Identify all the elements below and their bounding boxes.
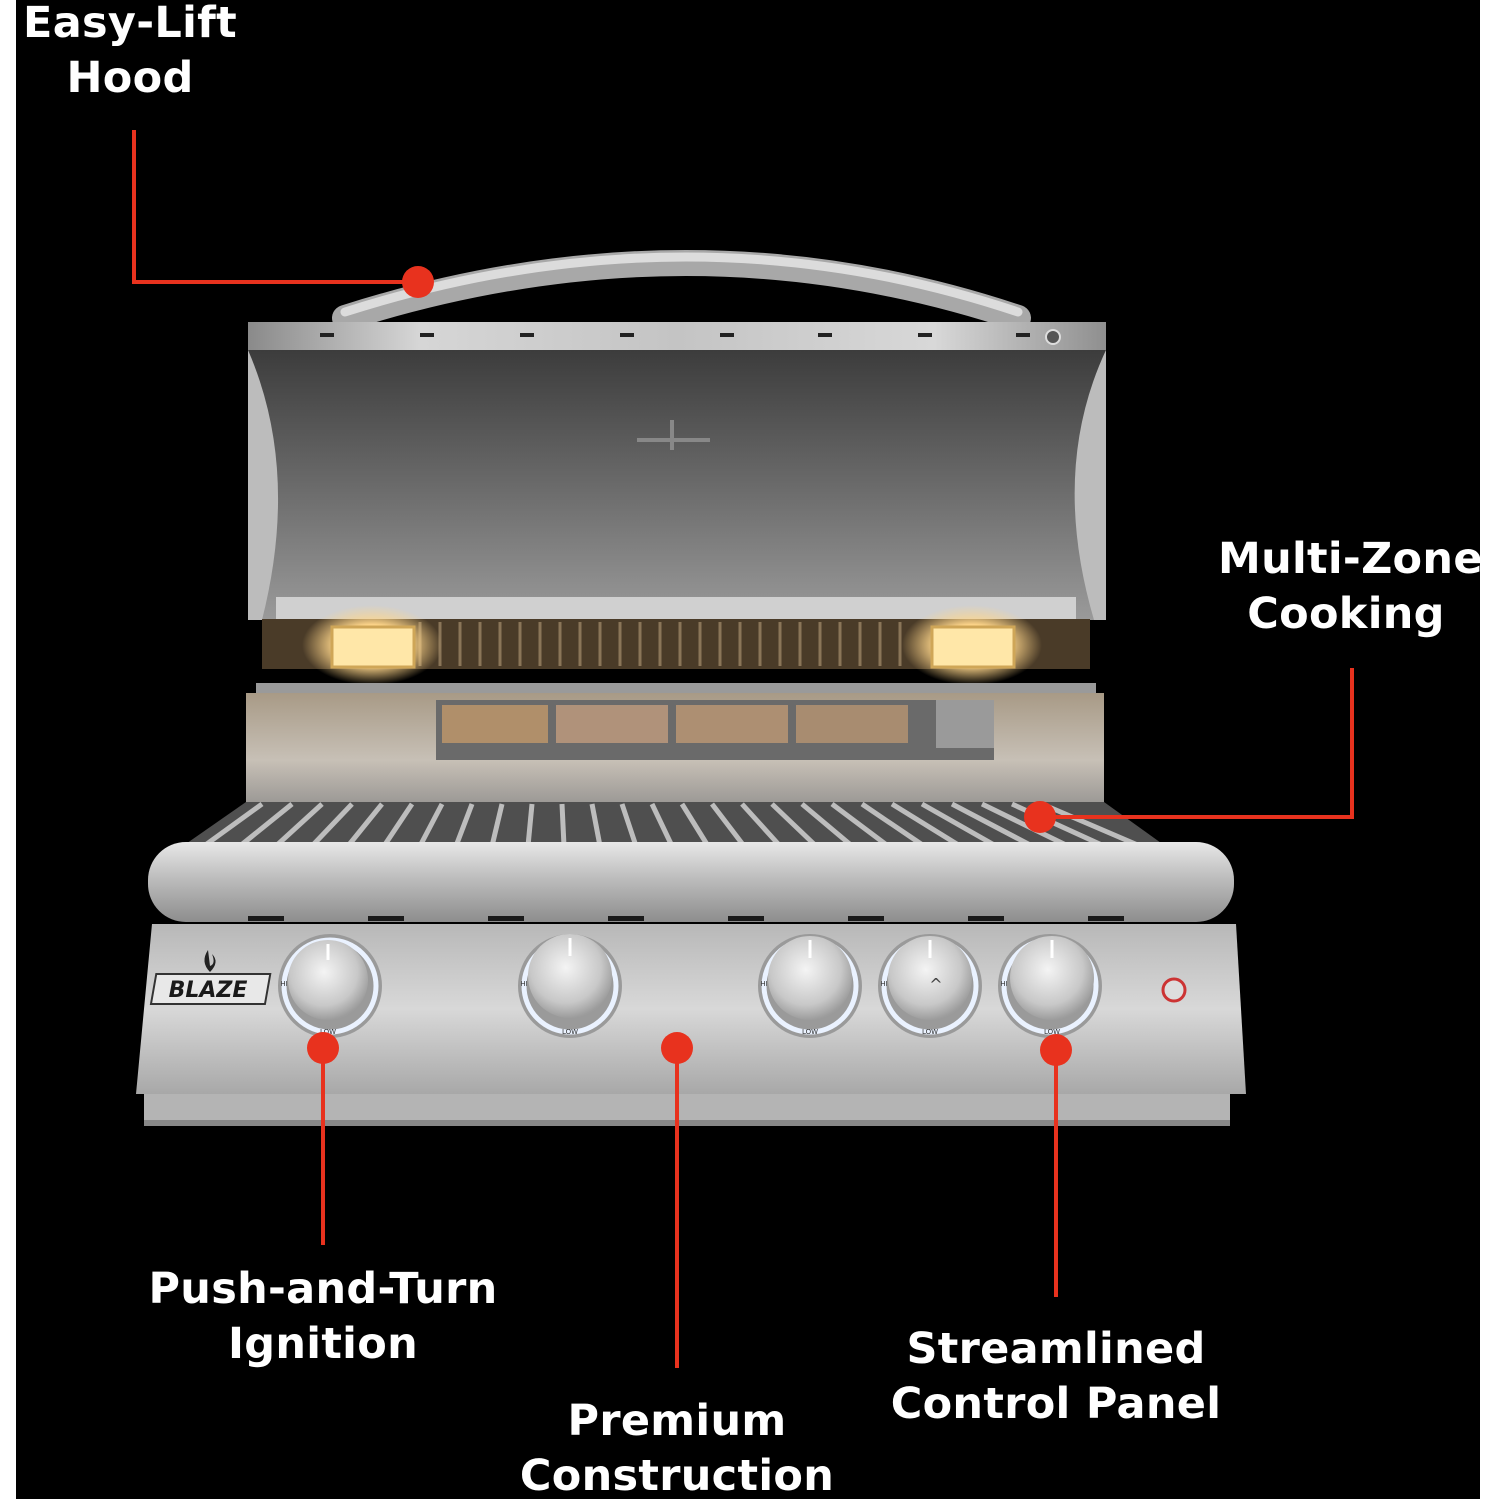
svg-text:HI: HI [280,980,287,988]
power-button[interactable] [1161,977,1187,1003]
grill-illustration: BLAZE ^ [132,130,1354,1368]
svg-text:LOW: LOW [1044,1028,1060,1036]
svg-text:HI: HI [760,980,767,988]
svg-text:^: ^ [929,975,942,994]
callout-easy-lift-hood: Easy-Lift Hood [23,0,237,103]
knob-2[interactable] [518,934,622,1038]
callout-streamlined-control-panel: Streamlined Control Panel [890,1324,1222,1429]
brand-logo: BLAZE [169,978,248,1003]
front-rail [148,842,1234,922]
svg-text:LOW: LOW [802,1028,818,1036]
svg-text:HI: HI [1000,980,1007,988]
callout-multi-zone-cooking: Multi-Zone Cooking [1218,534,1480,639]
svg-text:LOW: LOW [922,1028,938,1036]
knob-1[interactable] [278,934,382,1038]
hood-interior [248,350,1106,620]
svg-text:HI: HI [880,980,887,988]
knob-5[interactable] [998,934,1102,1038]
svg-text:HI: HI [520,980,527,988]
callout-push-and-turn-ignition: Push-and-Turn Ignition [148,1264,498,1369]
knob-3[interactable] [758,934,862,1038]
svg-text:LOW: LOW [320,1028,336,1036]
knob-4[interactable]: ^ [878,934,982,1038]
callout-premium-construction: Premium Construction [519,1396,835,1499]
hood-handle [332,250,1031,331]
svg-text:LOW: LOW [562,1028,578,1036]
callout-dots [307,266,1072,1066]
knob-scale-labels: LOW LOW LOW LOW LOW HI HI HI HI HI [280,980,1060,1036]
hood-rim [248,322,1106,350]
callout-lines [132,130,1354,1368]
product-photo-frame: BLAZE ^ [16,0,1480,1499]
